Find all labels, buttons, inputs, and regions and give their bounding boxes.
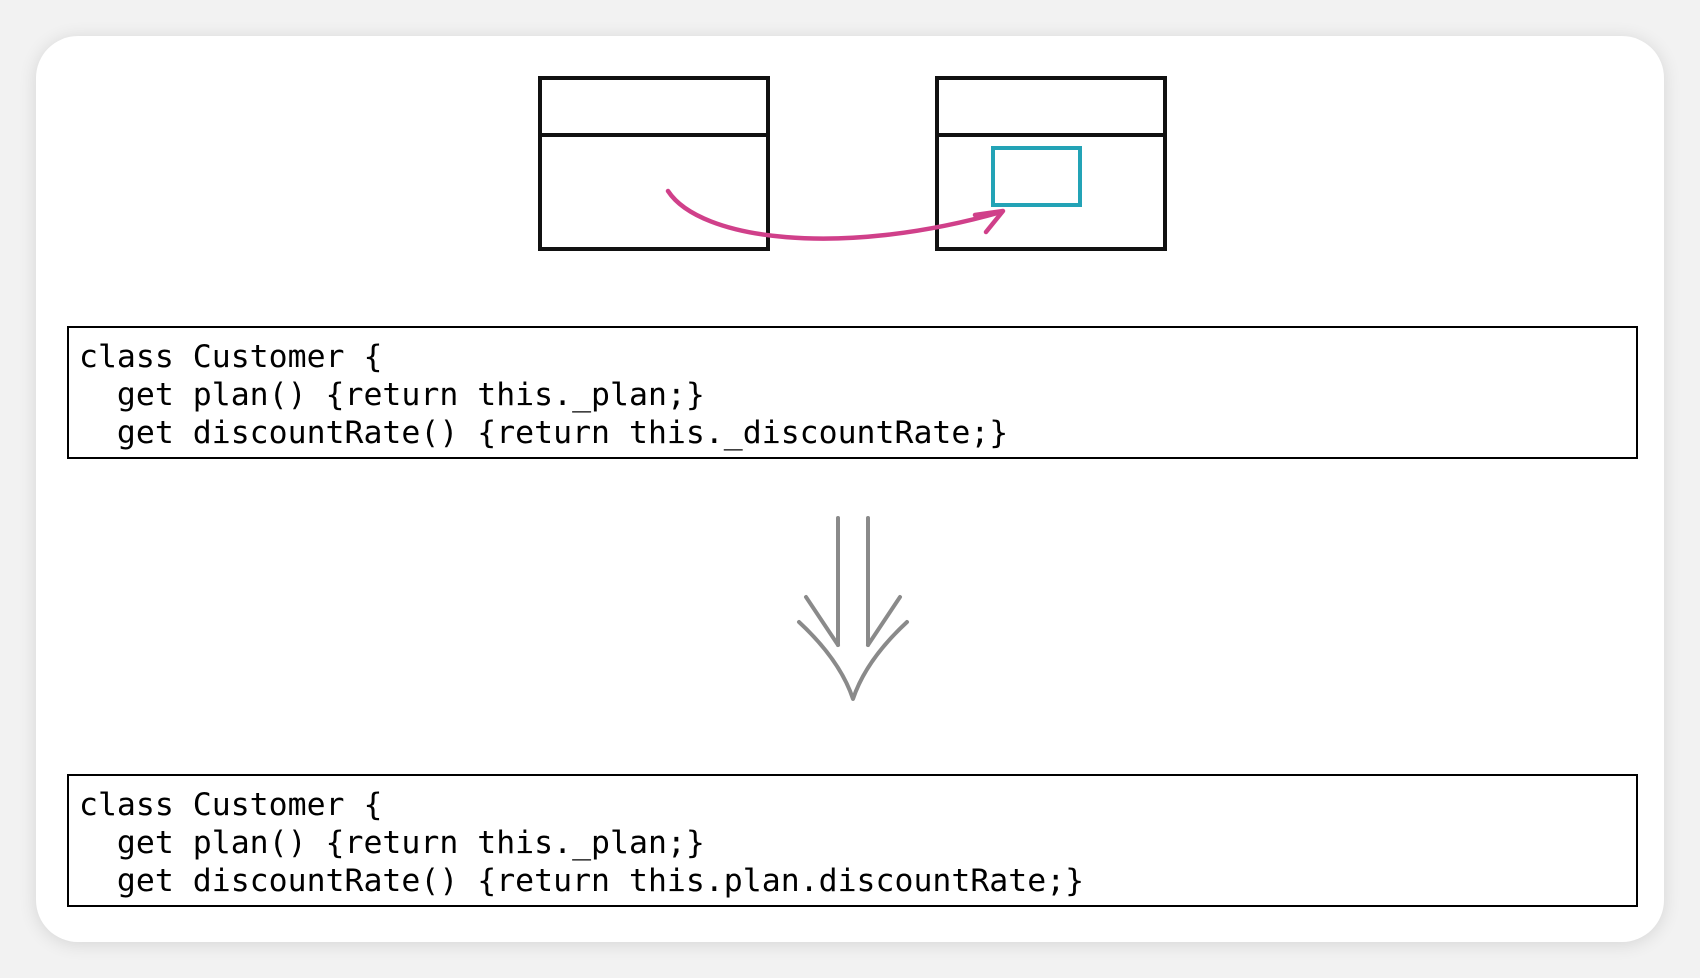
code-after-line: get discountRate() {return this.plan.dis… (79, 863, 1085, 899)
move-arrow-shaft (665, 188, 1004, 241)
code-before-line: get plan() {return this._plan;} (79, 377, 705, 413)
curved-arrow-icon (665, 188, 1006, 241)
source-class-outline (538, 76, 770, 251)
moved-field-box (991, 146, 1082, 207)
code-after: class Customer { get plan() {return this… (79, 786, 1084, 900)
double-down-arrow-icon (797, 516, 909, 701)
code-after-box: class Customer { get plan() {return this… (67, 774, 1638, 907)
code-after-line: class Customer { (79, 787, 383, 823)
transform-arrow-inner-barbs (804, 595, 902, 647)
transform-arrow-head (797, 620, 909, 701)
code-before: class Customer { get plan() {return this… (79, 338, 1008, 452)
code-before-line: get discountRate() {return this._discoun… (79, 415, 1009, 451)
source-class-box (538, 76, 770, 251)
code-before-line: class Customer { (79, 339, 383, 375)
code-before-box: class Customer { get plan() {return this… (67, 326, 1638, 459)
target-class-outline (935, 76, 1167, 251)
move-arrow-head (972, 208, 1006, 235)
code-after-line: get plan() {return this._plan;} (79, 825, 705, 861)
target-class-box (935, 76, 1167, 251)
